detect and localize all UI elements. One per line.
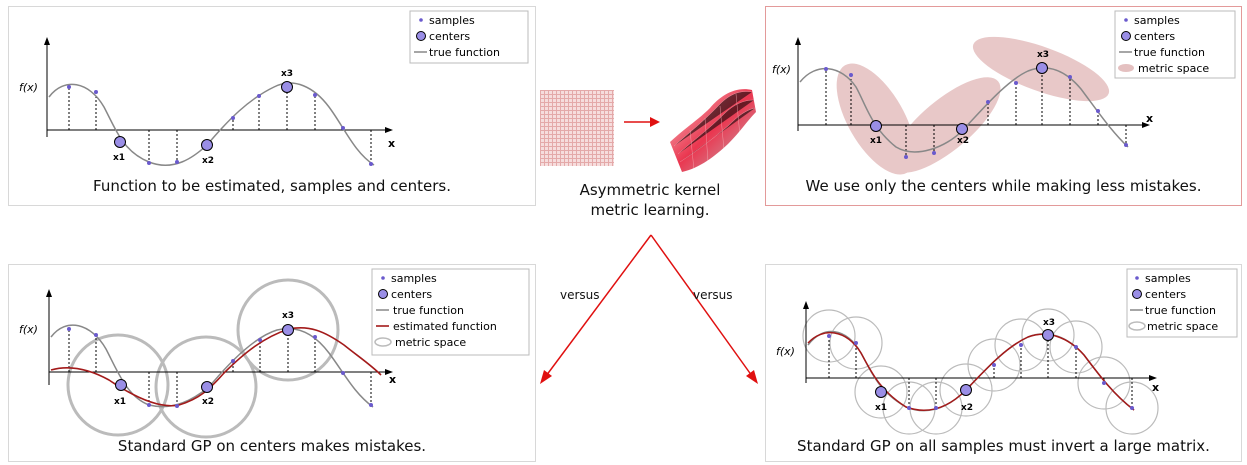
y-axis-label: f(x) — [772, 63, 791, 76]
legend-centers-label: centers — [1134, 30, 1175, 43]
center-label-x2: x2 — [961, 403, 973, 413]
center-label-x1: x1 — [875, 403, 887, 413]
caption-bottom-left: Standard GP on centers makes mistakes. — [117, 437, 427, 455]
legend-estimated-function-label: estimated function — [393, 320, 497, 333]
center-label-x3: x3 — [1043, 318, 1055, 328]
caption-top-left: Function to be estimated, samples and ce… — [93, 177, 451, 195]
panel-top-left: f(x) x x1 x2 x3 — [8, 6, 536, 206]
sample-drop-lines — [825, 68, 1127, 157]
legend: samples centers true function estimated … — [371, 268, 530, 356]
plot-gp-on-centers: f(x) x x1 x2 x3 samples centers — [19, 268, 530, 439]
y-axis-arrowhead — [44, 37, 50, 45]
y-axis-arrowhead — [46, 289, 52, 297]
sample-points — [67, 327, 373, 408]
y-axis-label: f(x) — [19, 81, 38, 94]
legend-metric-space-label: metric space — [1138, 62, 1209, 75]
center-points — [115, 324, 294, 393]
sample-points — [67, 85, 373, 166]
center-points — [875, 329, 1054, 398]
panel-bottom-right: f(x) x x1 x2 x3 samples centers — [765, 264, 1242, 462]
x-axis-label: x — [389, 373, 396, 386]
legend-samples-marker — [381, 276, 385, 280]
y-axis-label: f(x) — [19, 323, 38, 336]
legend-centers-label: centers — [429, 30, 470, 43]
sample-points — [824, 67, 1128, 159]
transform-arrow — [624, 117, 660, 127]
legend-true-function-label: true function — [393, 304, 464, 317]
middle-caption-line2: metric learning. — [590, 201, 710, 219]
true-function-curve — [48, 82, 375, 167]
legend-centers-marker — [1121, 31, 1131, 41]
legend-samples-marker — [1135, 276, 1139, 280]
x-axis-arrowhead — [385, 127, 393, 133]
sample-points — [827, 334, 1134, 410]
center-label-x2: x2 — [202, 397, 214, 407]
legend-samples-label: samples — [391, 272, 437, 285]
sample-drop-lines — [68, 329, 372, 406]
metric-space-circles — [66, 278, 340, 439]
legend-metric-space-marker — [1118, 64, 1134, 72]
versus-label-right: versus — [693, 288, 733, 302]
y-axis-arrowhead — [803, 301, 809, 309]
panel-top-right: f(x) x x1 x2 x3 samples centers tru — [765, 6, 1242, 206]
legend-samples-marker — [419, 18, 423, 22]
plot-asymmetric-metric: f(x) x x1 x2 x3 samples centers tru — [772, 10, 1236, 175]
input-grid-image — [540, 90, 614, 166]
center-label-x3: x3 — [281, 69, 293, 79]
y-axis-label: f(x) — [776, 345, 795, 358]
center-label-x3: x3 — [1037, 50, 1049, 60]
x-axis-arrowhead — [1149, 375, 1157, 381]
panel-bottom-left: f(x) x x1 x2 x3 samples centers — [8, 264, 536, 462]
center-points — [870, 62, 1048, 135]
legend-true-function-label: true function — [1145, 304, 1216, 317]
plot-true-function-samples-centers: f(x) x x1 x2 x3 — [19, 10, 529, 167]
x-axis-label: x — [1152, 381, 1159, 394]
x-axis-arrowhead — [385, 369, 393, 375]
center-label-x3: x3 — [282, 311, 294, 321]
center-points — [114, 81, 293, 151]
middle-caption: Asymmetric kernel metric learning. — [560, 180, 740, 220]
x-axis-label: x — [388, 137, 395, 150]
legend-centers-label: centers — [1145, 288, 1186, 301]
legend-true-function-label: true function — [429, 46, 500, 59]
center-label-x1: x1 — [870, 136, 882, 146]
metric-space-circles — [802, 308, 1159, 435]
legend: samples centers true function metric spa… — [1114, 10, 1236, 79]
legend-metric-space-marker — [374, 337, 392, 347]
caption-bottom-right: Standard GP on all samples must invert a… — [797, 437, 1210, 455]
versus-arrows — [540, 234, 758, 384]
plot-gp-on-all-samples: f(x) x x1 x2 x3 samples centers — [776, 268, 1238, 435]
caption-top-right: We use only the centers while making les… — [805, 177, 1202, 195]
legend: samples centers true function — [409, 10, 529, 64]
x-axis-label: x — [1146, 112, 1153, 125]
legend-centers-marker — [378, 289, 388, 299]
legend-samples-label: samples — [1134, 14, 1180, 27]
versus-label-left: versus — [560, 288, 600, 302]
legend-samples-label: samples — [429, 14, 475, 27]
y-axis-arrowhead — [795, 37, 801, 45]
legend-metric-space-label: metric space — [395, 336, 466, 349]
center-label-x2: x2 — [957, 136, 969, 146]
center-label-x1: x1 — [113, 153, 125, 163]
legend-samples-marker — [1124, 18, 1128, 22]
legend-metric-space-marker — [1128, 321, 1146, 331]
legend-metric-space-label: metric space — [1147, 320, 1218, 333]
center-label-x2: x2 — [202, 156, 214, 166]
warped-metric-surface — [670, 89, 756, 172]
x-axis-arrowhead — [1142, 122, 1150, 128]
center-label-x1: x1 — [114, 397, 126, 407]
legend-centers-marker — [416, 31, 426, 41]
legend-centers-label: centers — [391, 288, 432, 301]
sample-drop-lines — [828, 335, 1133, 408]
estimated-function-curve — [50, 327, 382, 407]
legend-true-function-label: true function — [1134, 46, 1205, 59]
middle-caption-line1: Asymmetric kernel — [579, 181, 721, 199]
legend: samples centers true function metric spa… — [1126, 268, 1238, 338]
legend-centers-marker — [1132, 289, 1142, 299]
legend-samples-label: samples — [1145, 272, 1191, 285]
